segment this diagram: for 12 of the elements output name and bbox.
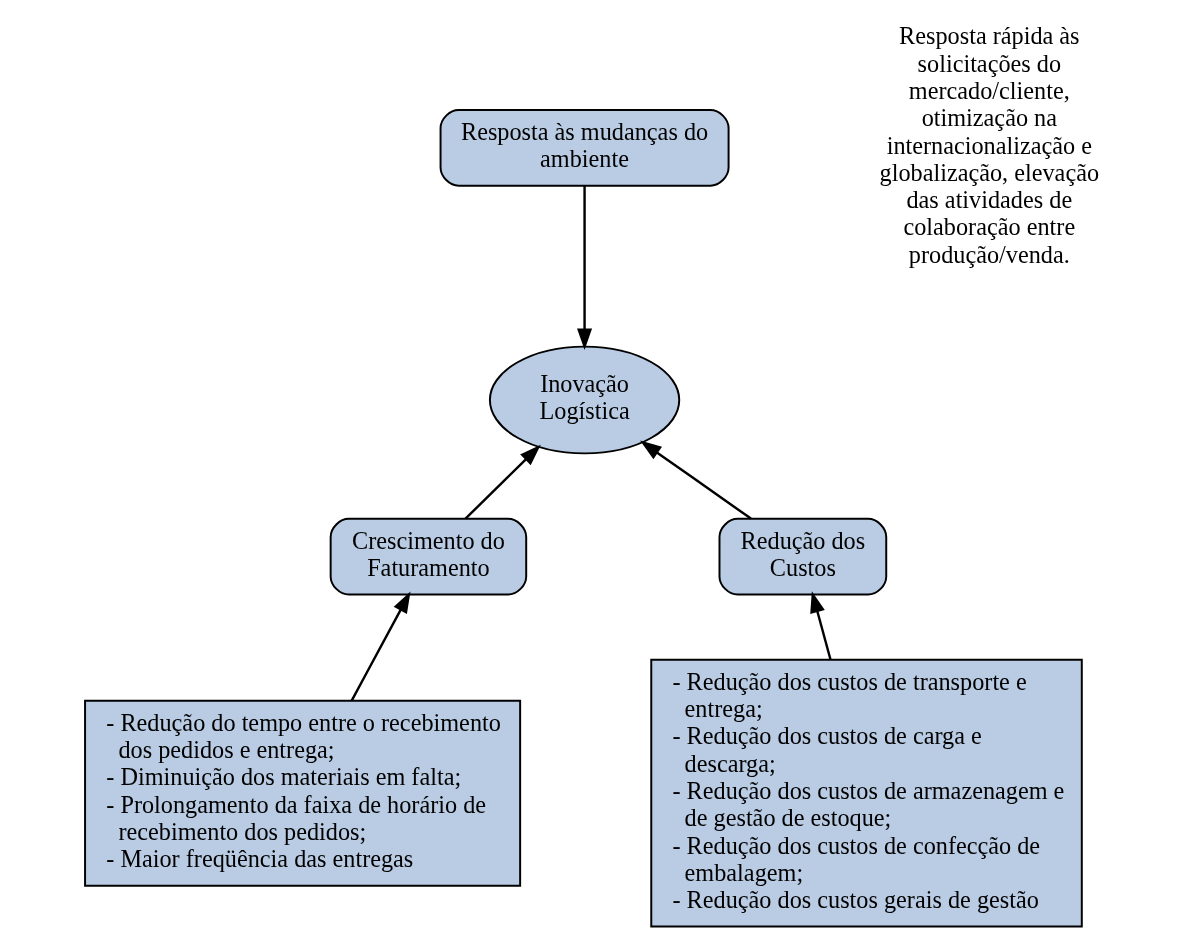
arrow (810, 591, 832, 661)
arrow (577, 186, 593, 351)
node-ellipse: Inovação Logística (488, 345, 681, 455)
arrow (464, 444, 541, 520)
node-box: Resposta às mudanças do ambiente (439, 108, 730, 187)
arrow (640, 440, 752, 520)
node-box: Crescimento do Faturamento (329, 517, 528, 596)
node-box: - Redução do tempo entre o recebimento dos pedidos e entrega; - Diminuição dos materiais em falta; - Prolongamento da faixa de horário de recebimento dos pedidos; - Maior freqüência das entregas (84, 699, 522, 887)
label: Resposta rápida às solicitações do mercado/cliente, otimização na internacionalização e globalização, elevação das atividades de colaboração entre produção/venda. (879, 22, 1100, 268)
node-box: Redução dos Custos (718, 517, 888, 596)
arrow (350, 591, 411, 702)
node-box: - Redução dos custos de transporte e entrega; - Redução dos custos de carga e descarga; - Redução dos custos de armazenagem e de gestão de estoque; - Redução dos custos de confecção de embalagem; - Redução dos custos gerais de gestão (650, 658, 1083, 928)
